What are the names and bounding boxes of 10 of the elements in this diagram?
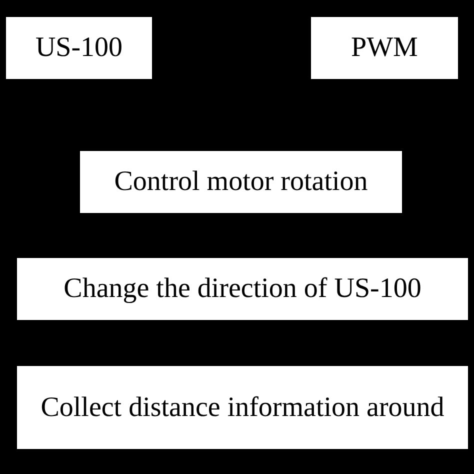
process-box — [6, 17, 152, 79]
process-box — [17, 258, 468, 320]
box-label: Collect distance information around — [40, 392, 444, 424]
box-label: Control motor rotation — [114, 166, 368, 198]
box-label: Change the direction of US-100 — [64, 273, 422, 305]
process-box — [311, 17, 458, 79]
process-box — [17, 366, 468, 449]
process-box — [80, 151, 402, 213]
box-label: PWM — [351, 32, 418, 64]
box-label: US-100 — [35, 32, 123, 64]
